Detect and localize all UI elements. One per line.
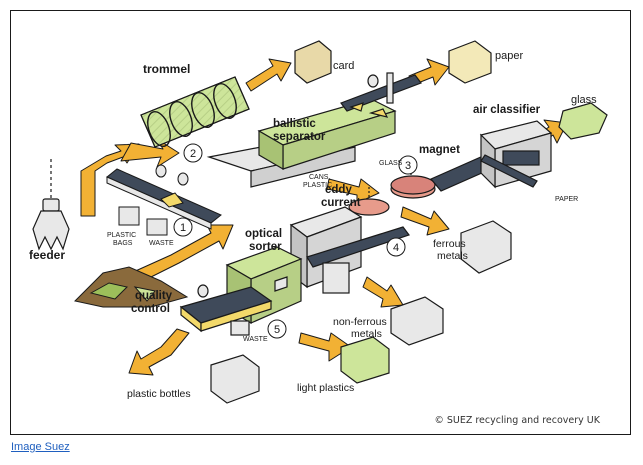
label-ferrous-2: metals [437,250,468,262]
diagram-canvas: 1 2 3 4 5 feeder trommel card paper glas… [29,40,608,404]
label-optical-2: sorter [249,241,282,253]
trommel-drum [140,76,250,148]
step-5-marker: 5 [267,319,287,339]
label-trommel: trommel [143,62,190,76]
svg-text:4: 4 [393,242,399,254]
flow-arrows [80,58,568,376]
quality-control-table [179,284,273,336]
label-plastic-bags-1: PLASTIC [107,232,136,239]
arrow-cans-to-magnet [326,178,380,204]
step-markers: 1 2 3 4 5 [173,143,418,339]
arrow-belt-to-trommel [120,138,180,168]
label-quality-2: control [131,303,170,315]
label-light-plastics: light plastics [297,382,354,394]
feeder-claw [32,159,70,251]
label-non-ferrous-1: non-ferrous [333,316,387,328]
label-cans-1: CANS, [309,174,330,181]
output-bales [210,40,608,404]
bale-non-ferrous [390,296,444,346]
label-ballistic-2: separator [273,131,326,143]
label-glass: glass [571,94,597,106]
bale-light-plastics [340,336,390,384]
label-card: card [333,60,354,72]
label-magnet: magnet [419,144,460,156]
image-source-link[interactable]: Image Suez [11,441,70,453]
step-1-marker: 1 [173,217,193,237]
label-paper-small: PAPER [555,196,578,203]
step-2-marker: 2 [183,143,203,163]
labels: feeder trommel card paper glass ballisti… [29,50,597,400]
ballistic-separator [206,72,422,188]
label-quality-1: quality [135,290,173,302]
label-eddy-2: current [321,197,361,209]
arrow-to-plastic-bottles [128,328,190,376]
step-4-marker: 4 [386,237,406,257]
label-waste-qc: WASTE [243,336,268,343]
label-optical-1: optical [245,228,282,240]
arrow-step1-to-sorter [130,224,234,284]
label-waste-belt: WASTE [149,240,174,247]
arrow-to-ferrous [400,206,450,236]
label-plastic-bottles: plastic bottles [127,388,191,400]
conveyor-presort [106,164,222,236]
svg-text:5: 5 [274,324,280,336]
bale-paper [448,40,492,84]
eddy-current-machine [289,206,410,294]
arrow-to-light-plastics [298,332,352,362]
svg-text:2: 2 [190,148,196,160]
label-ballistic-1: ballistic [273,118,316,130]
waste-pile [73,266,189,308]
label-glass-small: GLASS [379,160,403,167]
copyright-credit: © SUEZ recycling and recovery UK [434,415,600,426]
step-3-marker: 3 [398,155,418,175]
label-plastic-bags-2: BAGS [113,240,133,247]
bale-card [294,40,332,84]
air-classifier-machine [430,120,553,192]
arrow-eddy-to-nonferrous [362,276,404,308]
svg-text:3: 3 [405,160,411,172]
arrow-trommel-to-card [245,58,292,92]
bale-plastic-bottles [210,354,260,404]
svg-text:1: 1 [180,222,186,234]
magnet-unit [348,161,436,216]
label-eddy-1: eddy [325,184,352,196]
label-feeder: feeder [29,248,65,262]
label-air-classifier: air classifier [473,104,541,116]
label-cans-2: PLASTIC [303,182,332,189]
label-ferrous-1: ferrous [433,238,466,250]
bale-glass [558,102,608,140]
label-paper: paper [495,50,523,62]
bale-ferrous [460,220,512,274]
recycling-process-diagram: 1 2 3 4 5 feeder trommel card paper glas… [10,10,631,435]
label-non-ferrous-2: metals [351,328,382,340]
